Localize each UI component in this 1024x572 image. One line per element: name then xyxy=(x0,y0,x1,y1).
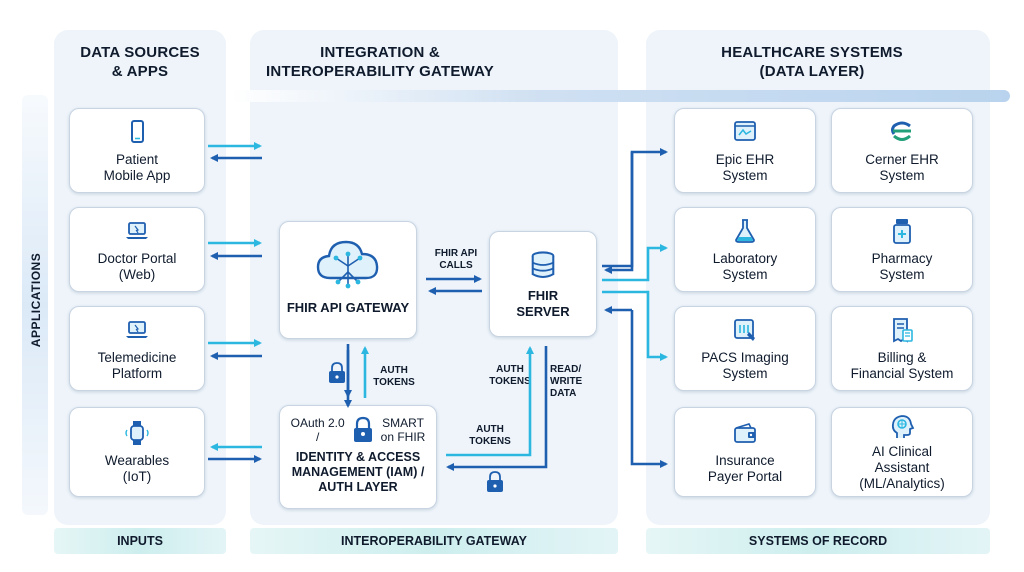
iam-auth-layer-card[interactable]: OAuth 2.0 / SMART on FHIR IDENTITY & ACC… xyxy=(279,405,437,509)
system-card-billing-financial[interactable]: Billing & Financial System xyxy=(831,306,973,391)
system-label: PACS Imaging System xyxy=(701,349,789,381)
applications-band xyxy=(230,90,1010,102)
source-label: Wearables (IoT) xyxy=(104,453,170,484)
source-card-telemedicine-platform[interactable]: Telemedicine Platform xyxy=(69,306,205,391)
system-card-pacs-imaging[interactable]: PACS Imaging System xyxy=(674,306,816,391)
source-label: Patient Mobile App xyxy=(103,151,171,183)
system-card-insurance-payer[interactable]: Insurance Payer Portal xyxy=(674,407,816,497)
source-card-doctor-portal[interactable]: Doctor Portal (Web) xyxy=(69,207,205,292)
flask-icon xyxy=(735,218,755,243)
system-card-ai-clinical-assistant[interactable]: AI Clinical Assistant (ML/Analytics) xyxy=(831,407,973,497)
footer-gateway: INTEROPERABILITY GATEWAY xyxy=(250,528,618,554)
monitor-chart-icon xyxy=(734,120,756,141)
gateway-title: INTEGRATION & INTEROPERABILITY GATEWAY xyxy=(266,44,494,80)
oauth-label: OAuth 2.0 / xyxy=(290,416,345,444)
fhir-server-label: FHIR SERVER xyxy=(516,288,570,319)
smartphone-icon xyxy=(131,119,144,143)
source-card-wearables[interactable]: Wearables (IoT) xyxy=(69,407,205,497)
auth-tokens-server-label: AUTH TOKENS xyxy=(489,364,531,387)
system-card-laboratory[interactable]: Laboratory System xyxy=(674,207,816,292)
system-card-cerner-ehr[interactable]: Cerner EHR System xyxy=(831,108,973,193)
system-label: Cerner EHR System xyxy=(865,151,939,183)
source-card-patient-mobile-app[interactable]: Patient Mobile App xyxy=(69,108,205,193)
sources-title: DATA SOURCES & APPS xyxy=(80,44,200,80)
footer-records: SYSTEMS OF RECORD xyxy=(646,528,990,554)
footer-inputs: INPUTS xyxy=(54,528,226,554)
source-label: Doctor Portal (Web) xyxy=(97,250,177,282)
cerner-logo-icon xyxy=(891,121,911,141)
smartwatch-icon xyxy=(125,421,149,445)
system-label: Insurance Payer Portal xyxy=(707,453,783,484)
applications-rail xyxy=(22,95,48,515)
ai-head-icon xyxy=(891,414,915,438)
laptop-icon xyxy=(126,320,148,338)
iam-title: IDENTITY & ACCESS MANAGEMENT (IAM) / AUT… xyxy=(291,450,425,494)
database-icon xyxy=(531,251,555,279)
fhir-api-gateway-label: FHIR API GATEWAY xyxy=(286,300,410,315)
fhir-server-card[interactable]: FHIR SERVER xyxy=(489,231,597,337)
system-card-pharmacy[interactable]: Pharmacy System xyxy=(831,207,973,292)
wallet-icon xyxy=(734,423,756,443)
system-label: Laboratory System xyxy=(712,250,778,282)
systems-title: HEALTHCARE SYSTEMS (DATA LAYER) xyxy=(721,44,903,80)
system-card-epic-ehr[interactable]: Epic EHR System xyxy=(674,108,816,193)
padlock-icon xyxy=(353,416,372,442)
billing-icon xyxy=(893,317,913,343)
read-write-data-label: READ/ WRITE DATA xyxy=(550,364,583,399)
source-label: Telemedicine Platform xyxy=(97,349,177,381)
auth-tokens-iam-label: AUTH TOKENS xyxy=(469,424,511,447)
imaging-icon xyxy=(734,318,755,341)
cloud-network-icon xyxy=(316,240,379,289)
system-label: Billing & Financial System xyxy=(850,349,954,381)
medicine-bottle-icon xyxy=(893,218,911,244)
auth-tokens-gateway-label: AUTH TOKENS xyxy=(373,365,415,388)
applications-label: APPLICATIONS xyxy=(29,252,43,348)
fhir-api-calls-label: FHIR API CALLS xyxy=(434,248,478,271)
system-label: Pharmacy System xyxy=(871,250,933,282)
system-label: AI Clinical Assistant (ML/Analytics) xyxy=(859,443,945,491)
fhir-api-gateway-card[interactable]: FHIR API GATEWAY xyxy=(279,221,417,339)
smart-on-fhir-label: SMART on FHIR xyxy=(380,416,426,444)
iam-header-row: OAuth 2.0 / SMART on FHIR xyxy=(291,416,426,444)
system-label: Epic EHR System xyxy=(715,151,775,183)
laptop-icon xyxy=(126,221,148,239)
